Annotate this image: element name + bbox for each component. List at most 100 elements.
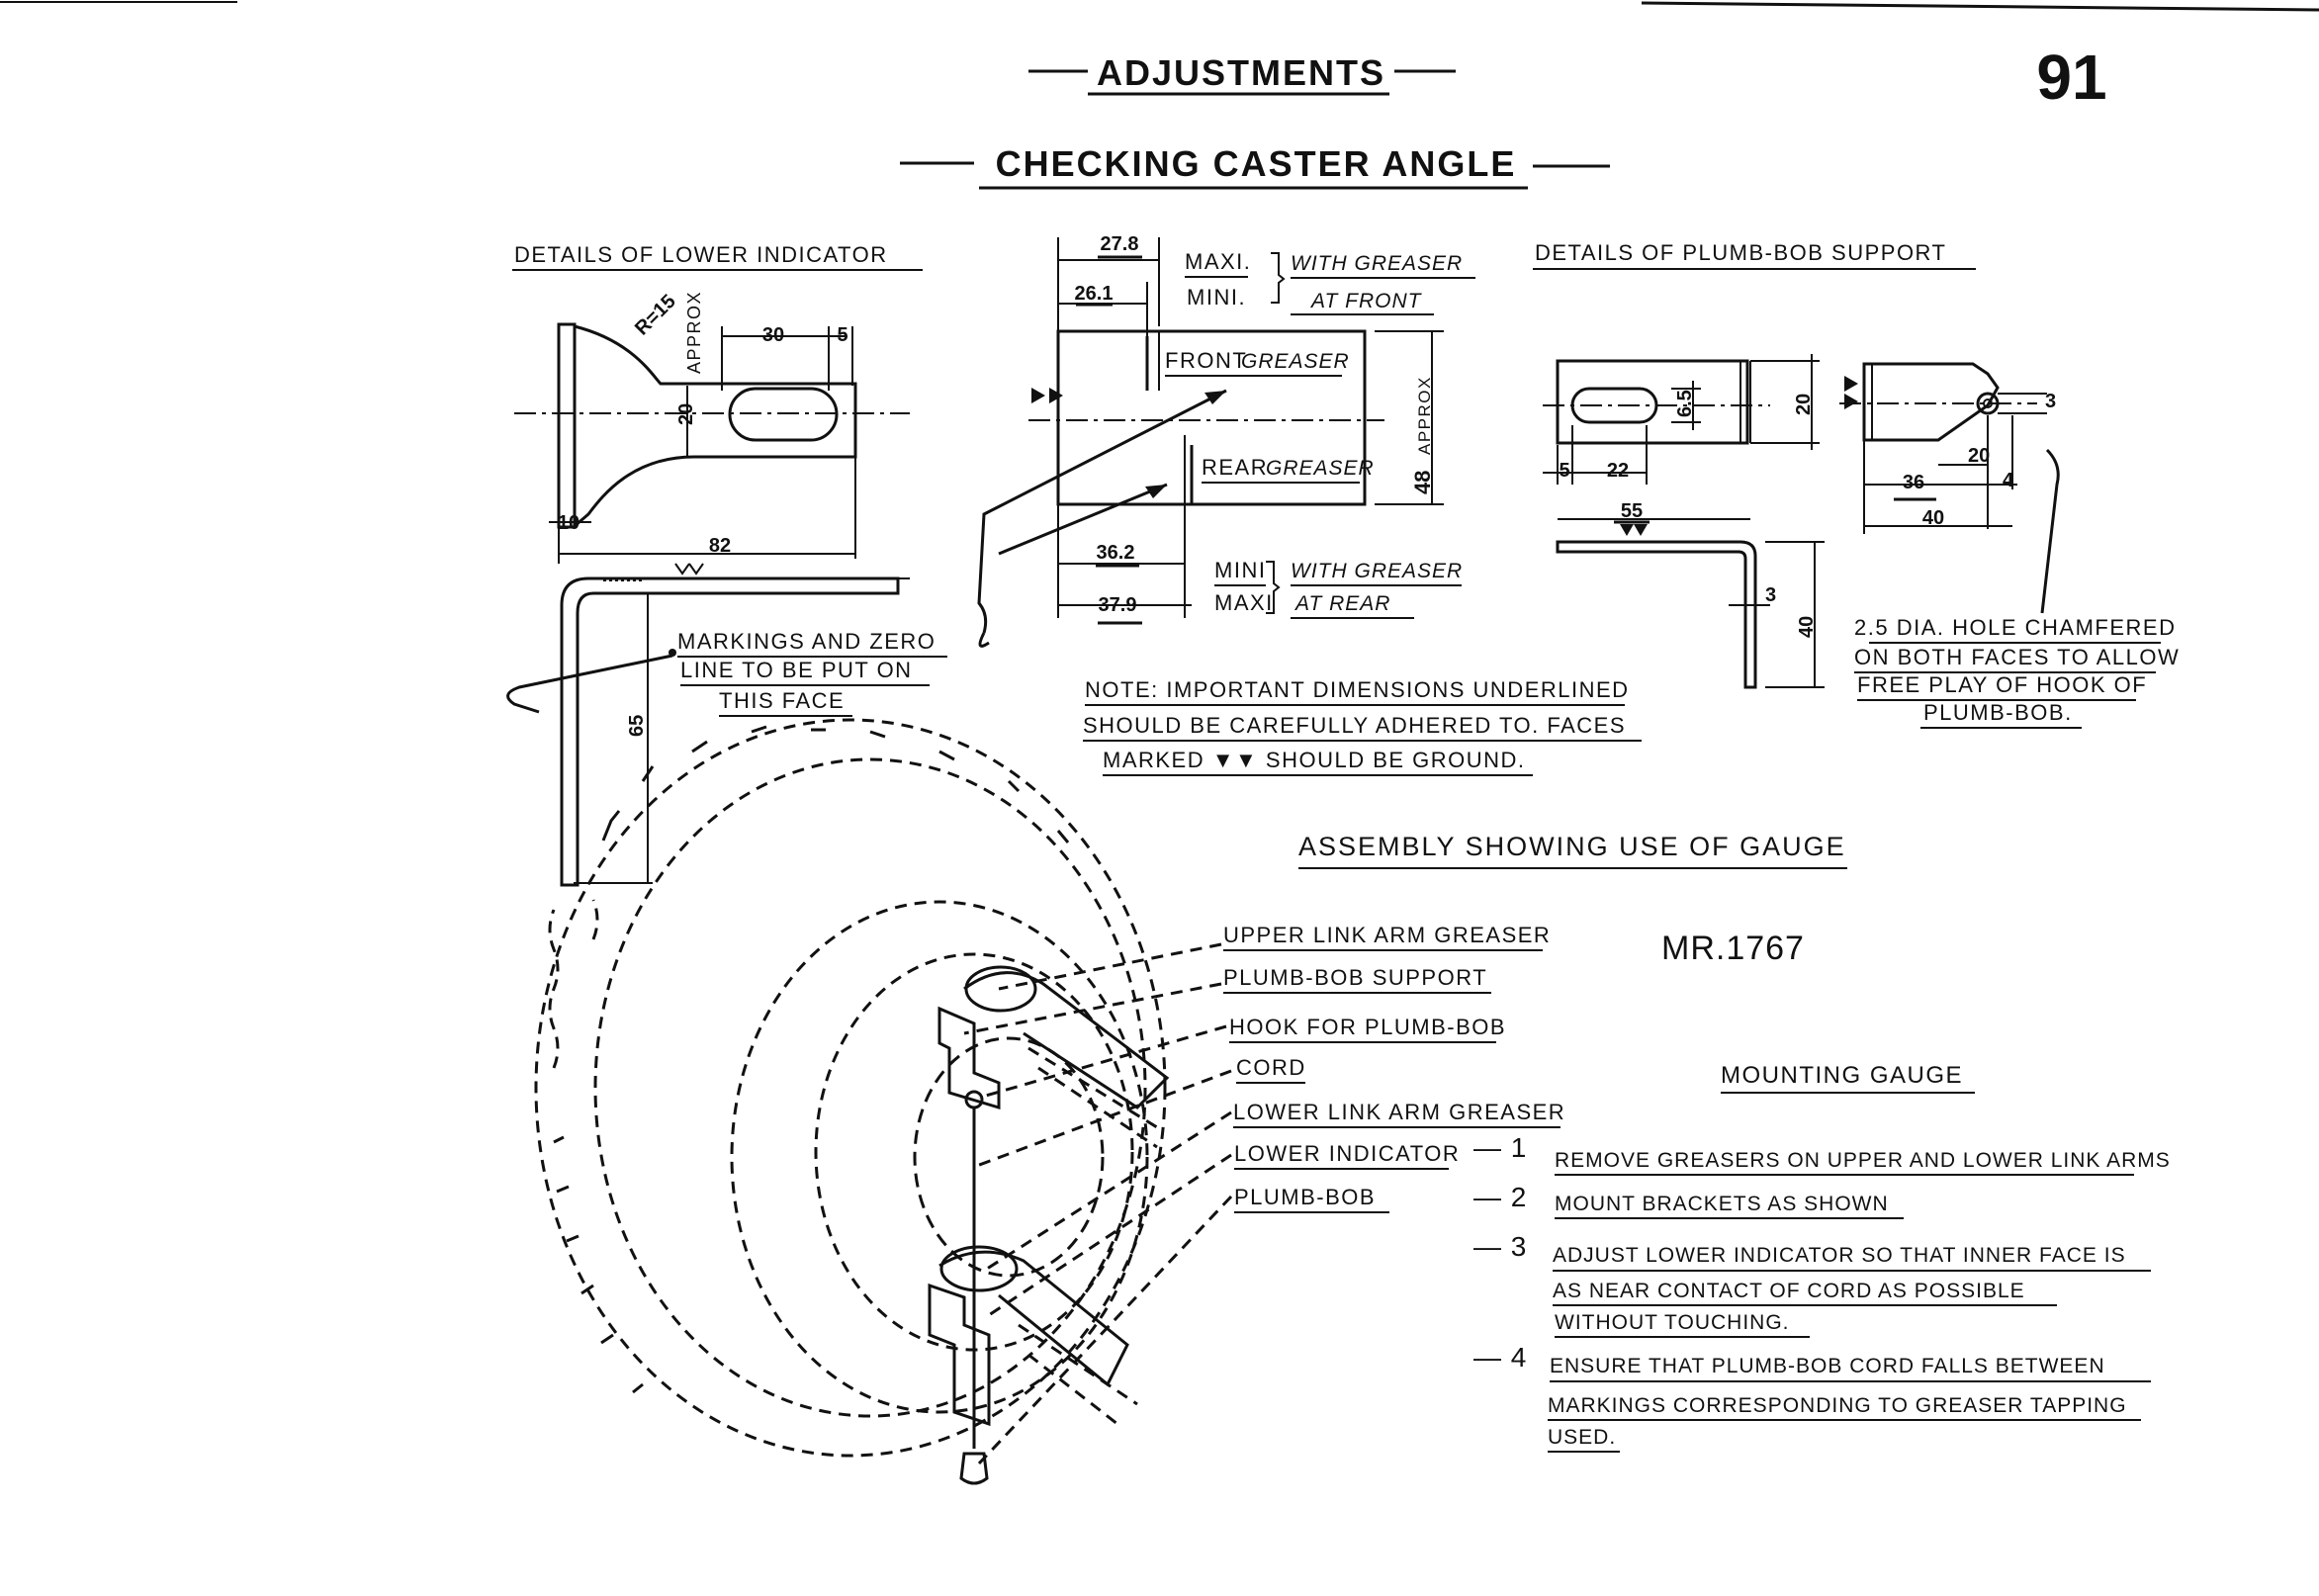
dim-55: 55 <box>1621 500 1643 522</box>
leader-lower-greaser <box>983 1110 1232 1273</box>
lower-indicator-bracket <box>928 1283 991 1427</box>
reference-number: MR.1767 <box>1661 930 1805 967</box>
callout-hook-for-plumb-bob: HOOK FOR PLUMB-BOB <box>1229 1015 1506 1039</box>
hook-hole-inner <box>1983 399 1993 408</box>
tread-marks <box>601 725 1070 843</box>
callout-plumb-bob-support: PLUMB-BOB SUPPORT <box>1223 965 1487 990</box>
mini-label: MINI. <box>1187 285 1246 310</box>
page-subtitle: CHECKING CASTER ANGLE <box>996 143 1517 184</box>
plumb-bob <box>959 1452 989 1485</box>
tread-zigzag <box>548 899 599 1069</box>
step-3-line-1: ADJUST LOWER INDICATOR SO THAT INNER FAC… <box>1553 1244 2126 1267</box>
dim-radius: R=15 <box>631 291 680 340</box>
with-greaser-rear-label: WITH GREASER <box>1291 560 1463 582</box>
callout-upper-link-arm-greaser: UPPER LINK ARM GREASER <box>1223 923 1551 947</box>
ground-face-mark <box>1844 376 1858 409</box>
step-4-line-3: USED. <box>1548 1426 1616 1449</box>
maxi-rear-label: MAXI <box>1214 590 1274 615</box>
ground-face-mark <box>1620 524 1648 536</box>
dim-3b: 3 <box>2045 391 2056 412</box>
markings-note-3: THIS FACE <box>719 688 845 713</box>
upper-arm-shadow <box>1027 1046 1158 1149</box>
lower-link-arm <box>938 1250 1129 1387</box>
page-title: ADJUSTMENTS <box>1097 52 1385 93</box>
dim-40b: 40 <box>1922 507 1944 529</box>
scan-edge-mark <box>1641 1 2319 12</box>
wheel-assembly-illustration <box>534 718 1233 1485</box>
dim-20: 20 <box>1793 394 1815 415</box>
callout-lower-indicator: LOWER INDICATOR <box>1234 1141 1460 1166</box>
greaser-gauge-detail: 27.8 26.1 MAXI. MINI. WITH GREASER AT FR… <box>977 233 1475 648</box>
leader-plumb-support <box>963 982 1222 1035</box>
dim-36-2: 36.2 <box>1097 542 1135 564</box>
hole-note-1: 2.5 DIA. HOLE CHAMFERED <box>1854 615 2176 640</box>
bracket <box>1271 252 1286 304</box>
markings-note-2: LINE TO BE PUT ON <box>680 658 913 682</box>
hook-hole <box>1976 392 2000 415</box>
step-4-line-2: MARKINGS CORRESPONDING TO GREASER TAPPIN… <box>1548 1394 2127 1417</box>
upper-greaser-boss <box>964 965 1037 1013</box>
callout-cord: CORD <box>1236 1055 1306 1080</box>
leader-hook <box>978 1024 1227 1100</box>
hub-centre <box>913 1036 1105 1278</box>
note-leader <box>506 654 673 714</box>
dim-48: 48 <box>1410 471 1435 494</box>
lower-indicator-detail: DETAILS OF LOWER INDICATOR 30 5 R=15 APP… <box>506 242 947 887</box>
wheel-rim <box>730 900 1149 1414</box>
lower-indicator-heading: DETAILS OF LOWER INDICATOR <box>514 242 888 267</box>
leader-dot <box>669 649 676 657</box>
rear-greaser-label: GREASER <box>1266 457 1375 480</box>
step-3-number: — 3 <box>1473 1231 1527 1262</box>
important-note: NOTE: IMPORTANT DIMENSIONS UNDERLINED SH… <box>1083 677 1642 776</box>
support-top-view <box>1556 359 1749 445</box>
mounting-heading: MOUNTING GAUGE <box>1721 1062 1963 1089</box>
step-4-number: — 4 <box>1473 1342 1527 1373</box>
with-greaser-label: WITH GREASER <box>1291 252 1463 275</box>
bracket <box>1266 561 1281 614</box>
leader-lower-indicator <box>988 1153 1232 1317</box>
step-2-line-1: MOUNT BRACKETS AS SHOWN <box>1555 1193 1889 1215</box>
page-number: 91 <box>2036 42 2106 113</box>
front-label: FRONT <box>1165 348 1247 373</box>
mounting-gauge-instructions: MOUNTING GAUGE — 1 REMOVE GREASERS ON UP… <box>1473 1062 2170 1453</box>
dim-27-8: 27.8 <box>1101 233 1139 255</box>
cord-end <box>978 632 990 648</box>
leader-cord <box>973 1069 1232 1169</box>
dim-5: 5 <box>1559 460 1569 482</box>
markings-note-1: MARKINGS AND ZERO <box>677 629 936 654</box>
cord-arrow <box>998 483 1168 556</box>
support-side-view <box>1556 540 1757 689</box>
step-2-number: — 2 <box>1473 1182 1527 1212</box>
note-line-3: MARKED ▼▼ SHOULD BE GROUND. <box>1103 748 1526 772</box>
dim-20b: 20 <box>1968 445 1990 467</box>
mini-rear-label: MINI <box>1214 558 1266 582</box>
dim-5: 5 <box>837 324 847 346</box>
dim-4: 4 <box>2003 470 2014 491</box>
step-3-line-3: WITHOUT TOUCHING. <box>1555 1311 1790 1334</box>
hole-note-4: PLUMB-BOB. <box>1923 700 2073 725</box>
plumb-support-heading: DETAILS OF PLUMB-BOB SUPPORT <box>1535 240 1946 265</box>
indicator-body <box>574 324 857 528</box>
dim-37-9: 37.9 <box>1099 594 1137 616</box>
indicator-flange <box>557 322 577 529</box>
leader-upper-greaser <box>998 942 1222 991</box>
upper-link-arm <box>963 971 1170 1109</box>
at-rear-label: AT REAR <box>1293 592 1390 615</box>
approx-label: APPROX <box>684 291 704 374</box>
dim-3: 3 <box>1765 584 1776 606</box>
dim-6-5: 6.5 <box>1674 390 1696 417</box>
plumb-bob-support-detail: DETAILS OF PLUMB-BOB SUPPORT 5 22 6.5 20… <box>1533 240 2180 729</box>
tyre-outer <box>534 718 1167 1458</box>
hole-note-2: ON BOTH FACES TO ALLOW <box>1854 645 2180 669</box>
dim-22: 22 <box>1607 460 1629 482</box>
gauge-plate <box>1056 329 1367 506</box>
assembly-callouts: UPPER LINK ARM GREASER PLUMB-BOB SUPPORT… <box>1223 923 1564 1213</box>
hole-note-3: FREE PLAY OF HOOK OF <box>1857 672 2147 697</box>
note-line-1: NOTE: IMPORTANT DIMENSIONS UNDERLINED <box>1085 677 1630 702</box>
hole-leader <box>2040 448 2060 614</box>
dim-26-1: 26.1 <box>1075 283 1114 305</box>
leader-plumb-bob <box>977 1195 1233 1465</box>
arrow-head <box>1204 391 1226 404</box>
